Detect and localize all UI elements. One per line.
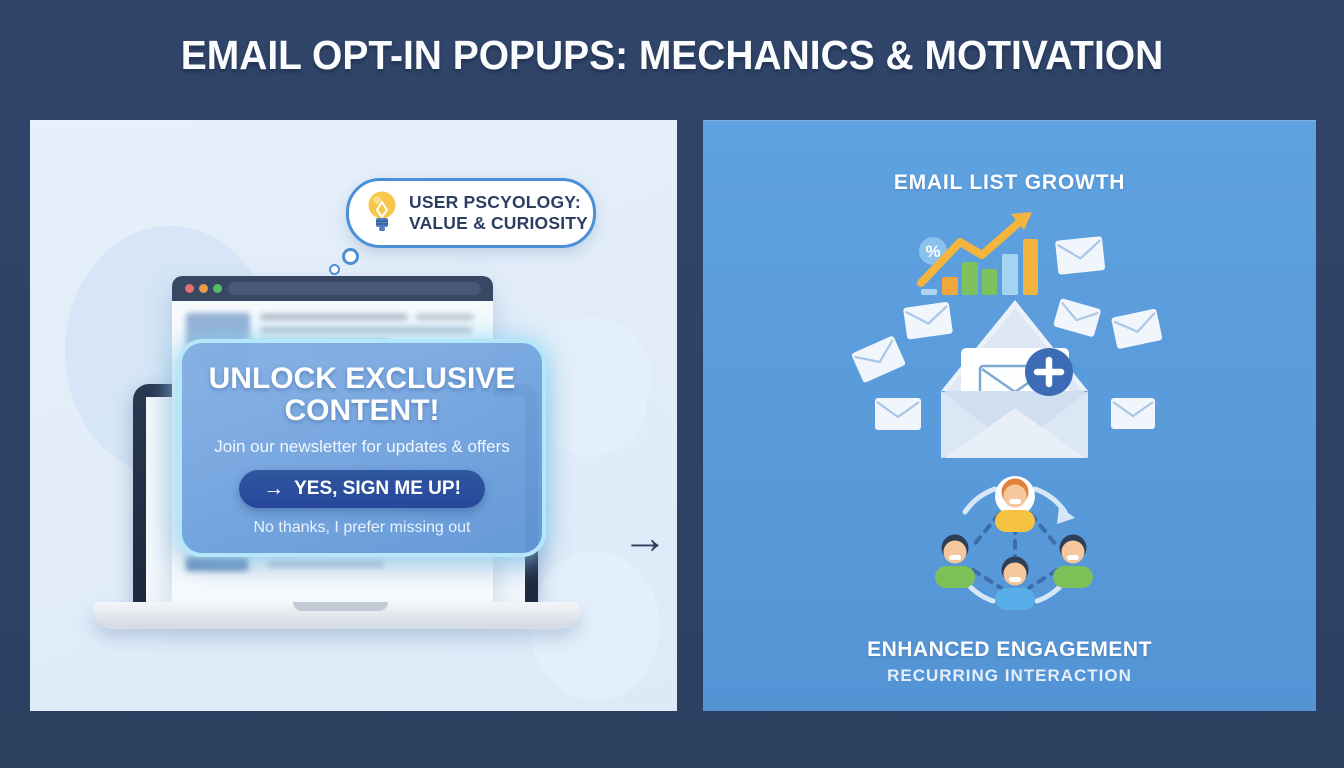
envelope-icon xyxy=(1111,308,1163,349)
envelope-icon xyxy=(903,301,953,340)
blurred-text-line xyxy=(268,561,384,567)
flow-arrow-icon: → xyxy=(622,511,668,563)
blurred-text-line xyxy=(260,314,408,320)
avatar-bottom xyxy=(995,556,1035,610)
engagement-network-icon xyxy=(935,476,1093,610)
thought-trail-circle xyxy=(329,264,340,275)
popup-headline: UNLOCK EXCLUSIVE CONTENT! xyxy=(208,362,516,428)
envelope-icon xyxy=(1111,398,1155,429)
popup-subtitle: Join our newsletter for updates & offers xyxy=(214,436,510,456)
envelope-icon xyxy=(1053,298,1101,337)
avatar-left xyxy=(935,534,975,588)
page-title: EMAIL OPT-IN POPUPS: MECHANICS & MOTIVAT… xyxy=(180,32,1164,78)
blurred-text-line xyxy=(416,314,474,320)
dismiss-link[interactable]: No thanks, I prefer missing out xyxy=(253,518,471,536)
laptop-notch xyxy=(293,602,388,611)
thought-bubble-text: USER PSCYOLOGY: VALUE & CURIOSITY xyxy=(409,192,589,233)
enhanced-engagement-caption: ENHANCED ENGAGEMENT xyxy=(867,638,1152,661)
right-panel-results: EMAIL LIST GROWTH % xyxy=(703,120,1316,711)
envelope-icon xyxy=(875,398,921,430)
email-list-growth-caption: EMAIL LIST GROWTH xyxy=(893,171,1126,194)
email-collection-icon xyxy=(851,298,1163,458)
arrow-right-icon: → xyxy=(263,476,285,500)
panel-pointer-arrow xyxy=(647,395,674,457)
url-bar[interactable] xyxy=(228,282,481,295)
arrowhead-icon xyxy=(1057,506,1075,524)
laptop-base xyxy=(93,602,580,629)
optin-popup: UNLOCK EXCLUSIVE CONTENT! Join our newsl… xyxy=(178,339,546,557)
minimize-window-icon[interactable] xyxy=(199,284,208,293)
lightbulb-icon xyxy=(368,191,396,231)
close-window-icon[interactable] xyxy=(185,284,194,293)
growth-chart-icon: % xyxy=(917,212,1105,295)
background-blob xyxy=(528,316,653,456)
thought-bubble: USER PSCYOLOGY: VALUE & CURIOSITY xyxy=(346,178,596,248)
signup-button[interactable]: → YES, SIGN ME UP! xyxy=(239,469,485,508)
left-panel-popup-mechanics: USER PSCYOLOGY: VALUE & CURIOSITY UNLOCK… xyxy=(30,120,677,711)
recurring-interaction-caption: RECURRING INTERACTION xyxy=(887,666,1132,685)
blurred-text-line xyxy=(260,327,472,333)
maximize-window-icon[interactable] xyxy=(213,284,222,293)
growth-arrowhead-icon xyxy=(1011,212,1032,230)
avatar-right xyxy=(1053,534,1093,588)
blurred-button-block xyxy=(186,557,248,571)
network-links xyxy=(971,512,1059,590)
envelope-icon xyxy=(851,336,906,383)
signup-button-label: YES, SIGN ME UP! xyxy=(294,477,461,499)
avatar-top xyxy=(995,476,1035,532)
thought-trail-circle xyxy=(342,248,359,265)
svg-text:%: % xyxy=(925,242,940,261)
growth-arrow-line xyxy=(917,215,1027,287)
browser-title-bar xyxy=(172,276,493,301)
open-envelope-icon xyxy=(941,300,1088,458)
envelope-icon xyxy=(1055,236,1105,275)
